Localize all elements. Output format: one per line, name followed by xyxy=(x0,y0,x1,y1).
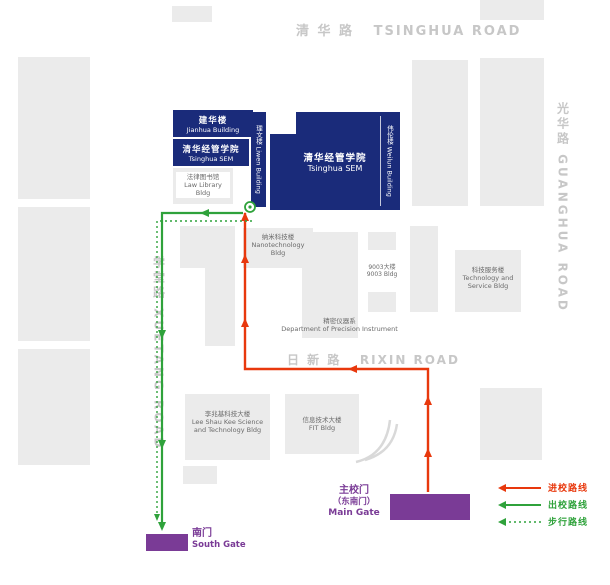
city-block xyxy=(480,0,544,20)
building-weilun-label: 伟伦楼 Weilun Building xyxy=(385,125,394,197)
building-nanotechnology-label-zh: 纳米科技楼 xyxy=(261,233,295,241)
building-lee-shau-kee-label: 李兆基科技大楼 Lee Shau Kee Science and Technol… xyxy=(187,410,268,434)
city-block xyxy=(480,388,542,460)
building-law-library-label: 法律图书馆 Law Library Bldg xyxy=(176,172,230,198)
building-precision-label-zh: 精密仪器系 xyxy=(323,317,356,325)
main-gate-label: 主校门 （东南门） Main Gate xyxy=(322,484,386,520)
building-sem-west: 清华经管学院 Tsinghua SEM xyxy=(173,139,249,166)
city-block xyxy=(410,226,438,312)
city-block xyxy=(205,268,235,346)
building-liwen: 理文楼 Liwen Building xyxy=(251,112,266,207)
building-nanotechnology-label-en: Nanotechnology Bldg xyxy=(251,241,305,258)
legend-label-enter-route: 进校路线 xyxy=(548,484,589,494)
legend-item-walk-route: 步行路线 xyxy=(497,515,588,528)
building-tech-service-label: 科技服务楼 Technology and Service Bldg xyxy=(457,266,519,290)
city-block xyxy=(412,60,468,206)
road-label-rixin-en: RIXIN ROAD xyxy=(359,353,460,367)
building-9003-label-en: 9003 Bldg xyxy=(366,271,398,278)
green-route-arrow-icon xyxy=(498,500,541,509)
building-9003-label-zh: 9003大楼 xyxy=(368,263,396,271)
route-green-arrowhead xyxy=(158,522,166,531)
south-gate-rect xyxy=(146,534,188,551)
building-sem-main-label-zh: 清华经管学院 xyxy=(303,152,367,164)
main-gate-label-zh1: 主校门 xyxy=(339,485,369,496)
building-9003-label: 9003大楼 9003 Bldg xyxy=(364,250,400,292)
building-fit-label-en: FIT Bldg xyxy=(308,424,336,433)
red-route-arrow-icon xyxy=(498,483,541,492)
building-nanotechnology-label: 纳米科技楼 Nanotechnology Bldg xyxy=(245,233,311,257)
route-green-walk-arrowhead xyxy=(154,514,160,521)
building-fit-label: 信息技术大楼 FIT Bldg xyxy=(287,416,357,432)
legend-label-walk-route: 步行路线 xyxy=(548,518,589,528)
building-law-library-label-zh: 法律图书馆 xyxy=(186,172,220,181)
road-label-tsinghua-en: TSINGHUA ROAD xyxy=(373,24,522,39)
building-jianhua-label-en: Jianhua Building xyxy=(186,125,240,134)
road-label-rixin-zh: 日 新 路 xyxy=(287,353,342,367)
main-gate-rect xyxy=(390,494,470,520)
building-liwen-label: 理文楼 Liwen Building xyxy=(254,125,263,194)
building-precision-label-en: Department of Precision Instrument xyxy=(281,325,398,334)
building-sem-main: 清华经管学院 Tsinghua SEM 伟伦楼 Weilun Building xyxy=(270,112,400,210)
building-weilun: 伟伦楼 Weilun Building xyxy=(380,116,398,206)
road-ramp-curve xyxy=(364,423,399,462)
city-block xyxy=(183,466,217,484)
building-fit-label-zh: 信息技术大楼 xyxy=(302,416,342,424)
route-red-arrowhead xyxy=(241,318,249,327)
road-label-guanghua: 光华路 GUANGHUA ROAD xyxy=(552,100,574,315)
building-precision-label: 精密仪器系 Department of Precision Instrument xyxy=(252,317,427,333)
route-red-arrowhead xyxy=(241,212,249,221)
building-sem-west-label-en: Tsinghua SEM xyxy=(188,154,234,163)
main-gate-label-en: Main Gate xyxy=(328,508,380,519)
south-gate-label: 南门 South Gate xyxy=(192,527,246,551)
building-tech-service xyxy=(455,250,521,312)
road-label-xuetang: 学堂路 XUETANG ROAD xyxy=(148,248,170,458)
main-gate-label-zh2: （东南门） xyxy=(332,497,376,507)
building-sem-main-label-en: Tsinghua SEM xyxy=(307,163,363,173)
road-label-rixin: 日 新 路 RIXIN ROAD xyxy=(287,351,460,368)
road-label-xuetang-text: 学堂路 XUETANG ROAD xyxy=(151,255,166,451)
building-sem-west-label-zh: 清华经管学院 xyxy=(182,144,240,155)
building-jianhua: 建华楼 Jianhua Building xyxy=(173,110,253,137)
legend-label-exit-route: 出校路线 xyxy=(548,501,589,511)
south-gate-label-zh: 南门 xyxy=(192,528,212,539)
green-dotted-route-arrow-icon xyxy=(498,517,541,526)
building-tech-service-label-zh: 科技服务楼 xyxy=(471,266,505,274)
building-jianhua-label-zh: 建华楼 xyxy=(198,115,228,126)
legend-item-enter-route: 进校路线 xyxy=(497,481,588,494)
city-block xyxy=(180,226,235,268)
route-red-arrowhead xyxy=(424,396,432,405)
city-block xyxy=(18,207,90,341)
building-lee-shau-kee-label-en: Lee Shau Kee Science and Technology Bldg xyxy=(191,418,264,435)
building-sem-main-notch xyxy=(270,112,296,134)
legend-item-exit-route: 出校路线 xyxy=(497,498,588,511)
route-green-arrowhead xyxy=(200,209,209,217)
road-label-tsinghua: 清 华 路 TSINGHUA ROAD xyxy=(296,20,521,39)
road-label-tsinghua-zh: 清 华 路 xyxy=(296,24,355,39)
building-law-library-label-en: Law Library Bldg xyxy=(184,180,222,198)
city-block xyxy=(18,349,90,465)
building-lee-shau-kee-label-zh: 李兆基科技大楼 xyxy=(204,410,251,418)
building-tech-service-label-en: Technology and Service Bldg xyxy=(462,274,514,291)
road-ramp-curve xyxy=(355,419,392,464)
south-gate-label-en: South Gate xyxy=(192,540,246,550)
city-block xyxy=(480,58,544,206)
city-block xyxy=(172,6,212,22)
city-block xyxy=(18,57,90,199)
road-label-guanghua-text: 光华路 GUANGHUA ROAD xyxy=(555,102,570,313)
route-red-arrowhead xyxy=(424,448,432,457)
